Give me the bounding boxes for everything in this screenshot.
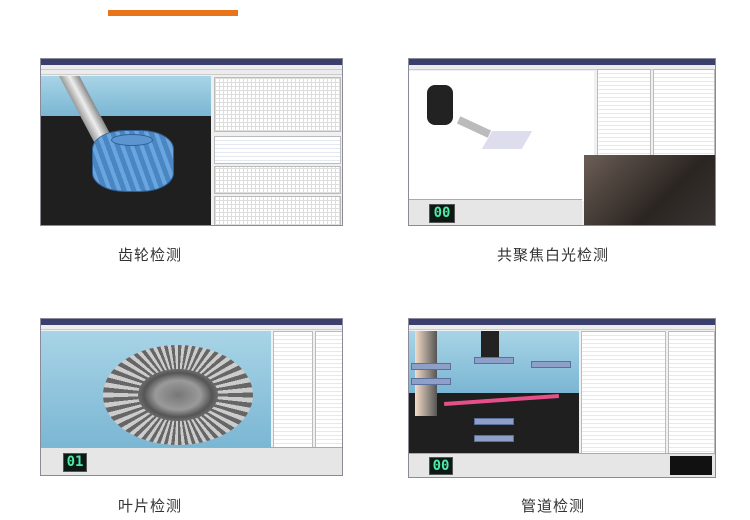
- gear-inspection-screenshot: [40, 58, 343, 226]
- results-table: [581, 331, 666, 454]
- profile-chart: [214, 166, 341, 194]
- profile-chart-2: [214, 196, 341, 225]
- accent-bar: [108, 10, 238, 16]
- pipe-inspection-screenshot: 00: [408, 318, 716, 478]
- confocal-inspection-screenshot: 00: [408, 58, 716, 226]
- toolbar: [41, 325, 342, 339]
- feature-tree: [315, 331, 342, 449]
- 3d-viewport: [41, 76, 211, 225]
- caption-pipe: 管道检测: [520, 497, 586, 515]
- sample-plate: [481, 131, 533, 149]
- caption-blade: 叶片检测: [117, 497, 183, 515]
- control-bar: 01: [41, 447, 342, 475]
- digital-readout: 01: [63, 453, 87, 472]
- results-list: [597, 69, 651, 159]
- chart-panel: [214, 77, 341, 132]
- camera-photo: [584, 155, 715, 225]
- control-bar: 00: [409, 453, 715, 477]
- feature-tree: [668, 331, 715, 454]
- probe-head: [427, 85, 453, 125]
- title-bar: [41, 59, 342, 65]
- results-table: [273, 331, 313, 449]
- 3d-viewport: [41, 331, 271, 449]
- control-bar: 00: [409, 199, 582, 225]
- digital-readout: 00: [429, 204, 455, 223]
- title-bar: [41, 319, 342, 325]
- report-text: [653, 69, 715, 159]
- report-table: [214, 136, 341, 164]
- 3d-viewport: [409, 71, 594, 201]
- 3d-viewport: [409, 331, 579, 454]
- toolbar: [409, 325, 715, 339]
- caption-confocal: 共聚焦白光检测: [496, 246, 610, 264]
- probe-head: [481, 331, 499, 357]
- title-bar: [409, 319, 715, 325]
- title-bar: [409, 59, 715, 65]
- blade-inspection-screenshot: 01: [40, 318, 343, 476]
- caption-gear: 齿轮检测: [117, 246, 183, 264]
- digital-readout: 00: [429, 457, 453, 475]
- coordinate-display: [670, 456, 712, 475]
- toolbar: [41, 70, 342, 84]
